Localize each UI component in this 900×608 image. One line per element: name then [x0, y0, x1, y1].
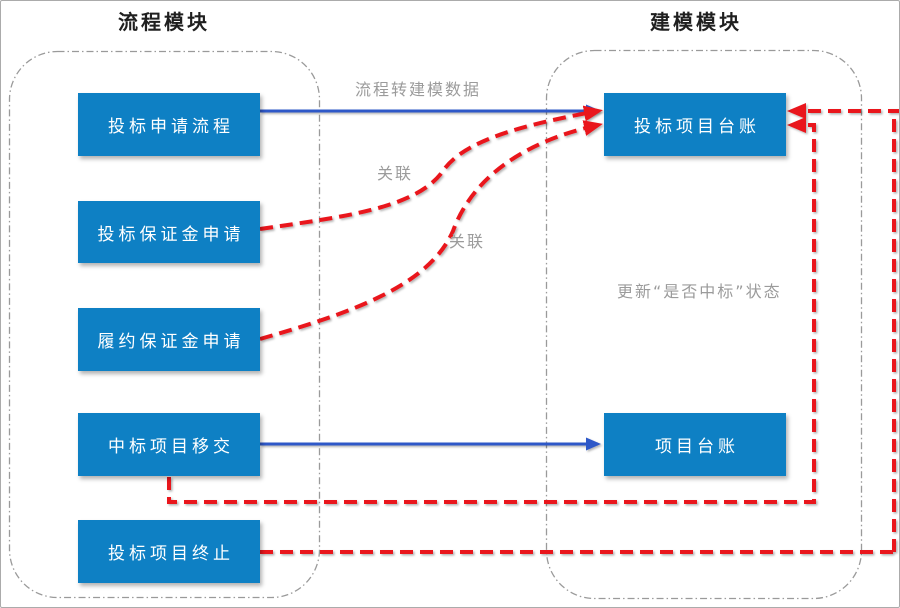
node-performance-bond-application: 履约保证金申请: [78, 308, 260, 371]
process-module-title: 流程模块: [118, 10, 210, 34]
node-bid-project-termination: 投标项目终止: [78, 520, 260, 583]
node-bid-bond-application: 投标保证金申请: [78, 201, 260, 263]
node-bid-application-process: 投标申请流程: [78, 93, 260, 156]
node-project-ledger: 项目台账: [604, 413, 786, 476]
arrow-bid-bond-association: [259, 105, 603, 231]
modeling-module-title: 建模模块: [650, 10, 742, 34]
label-association-performance-bond: 关联: [449, 232, 486, 251]
node-bid-project-ledger: 投标项目台账: [604, 93, 786, 156]
label-process-to-model-data: 流程转建模数据: [355, 80, 482, 99]
node-winning-project-transfer: 中标项目移交: [78, 413, 260, 476]
label-association-bid-bond: 关联: [377, 164, 414, 183]
arrow-performance-bond-association: [259, 120, 603, 341]
label-update-win-status: 更新“是否中标”状态: [617, 282, 782, 301]
